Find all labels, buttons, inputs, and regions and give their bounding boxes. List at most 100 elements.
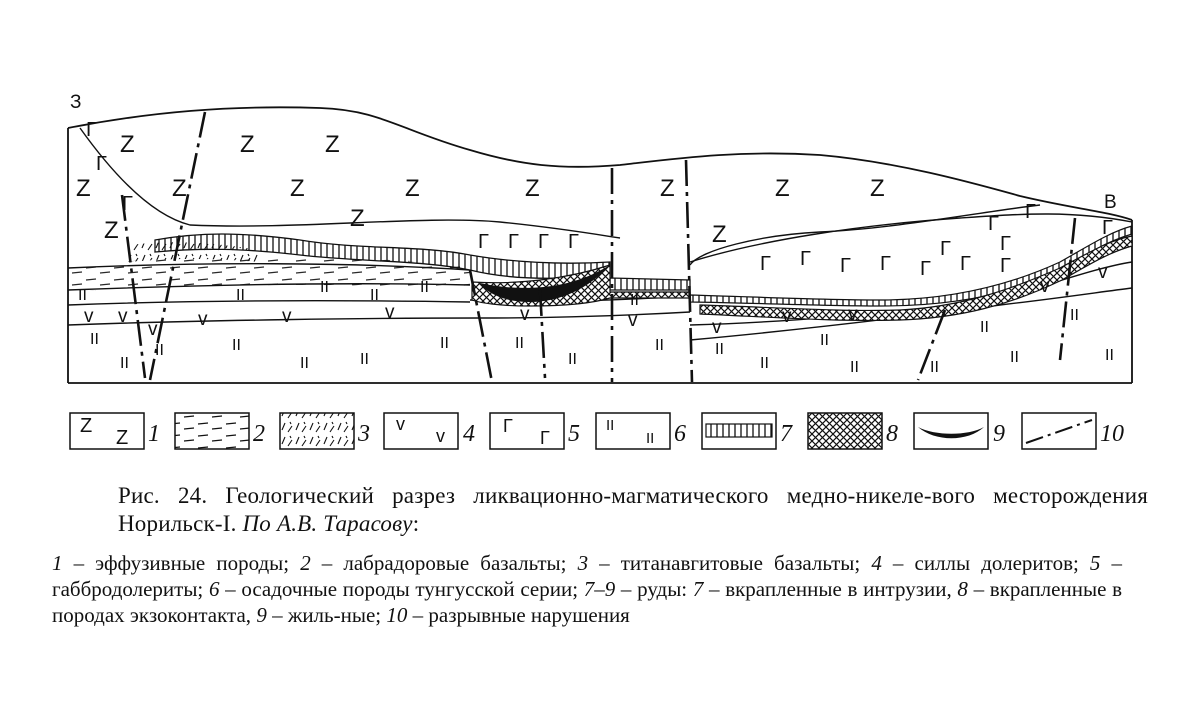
caption-text: – титанавгитовые базальты; [588, 551, 872, 575]
svg-text:II: II [300, 355, 309, 372]
ore-massive-lens [480, 266, 608, 302]
svg-text:Г: Г [508, 231, 519, 253]
svg-text:Z: Z [405, 175, 420, 202]
caption-num: 9 [256, 603, 267, 627]
svg-text:II: II [715, 341, 724, 358]
svg-text:Z: Z [104, 217, 119, 244]
legend-swatch-5 [489, 412, 565, 450]
legend-swatch-8 [807, 412, 883, 450]
figure-caption-title: Рис. 24. Геологический разрез ликвационн… [118, 482, 1148, 538]
legend-num-2: 2 [253, 421, 265, 447]
basalt-zone [68, 257, 470, 292]
gabbro-symbols: Г Г Г Г Г Г Г Г Г Г Г Г Г Г Г Г Г Г Г [86, 119, 1113, 280]
caption-text: – габбродолериты; [52, 551, 1123, 601]
svg-text:II: II [78, 287, 87, 304]
caption-text: – эффузивные породы; [62, 551, 301, 575]
svg-text:II: II [630, 292, 639, 309]
svg-text:II: II [440, 335, 449, 352]
svg-text:Z: Z [76, 175, 91, 202]
svg-text:Z: Z [172, 175, 187, 202]
svg-text:II: II [1105, 347, 1114, 364]
legend-num-6: 6 [674, 421, 686, 447]
legend-num-9: 9 [993, 421, 1005, 447]
svg-text:II: II [370, 287, 379, 304]
svg-text:II: II [850, 359, 859, 376]
svg-text:Г: Г [122, 193, 133, 215]
svg-text:II: II [515, 335, 524, 352]
svg-text:Z: Z [870, 175, 885, 202]
caption-text: – лабрадоровые базальты; [310, 551, 578, 575]
legend-swatch-3 [279, 412, 355, 450]
svg-text:II: II [820, 332, 829, 349]
svg-text:Г: Г [1102, 217, 1113, 239]
svg-text:Г: Г [1000, 233, 1011, 255]
svg-text:II: II [980, 319, 989, 336]
svg-text:II: II [90, 331, 99, 348]
svg-text:II: II [655, 337, 664, 354]
legend-symbol-5: Г [503, 416, 513, 436]
svg-text:Г: Г [568, 231, 579, 253]
legend-symbol-4b: v [436, 426, 445, 446]
svg-text:v: v [520, 304, 530, 325]
svg-text:II: II [760, 355, 769, 372]
svg-text:Г: Г [940, 238, 951, 260]
svg-text:Г: Г [86, 119, 97, 141]
legend: Z Z 1 2 3 v v 4 Г Г 5 II II 6 7 8 9 [69, 412, 1124, 450]
legend-swatch-2 [174, 412, 250, 450]
caption-num: 1 [52, 551, 63, 575]
svg-text:II: II [360, 351, 369, 368]
caption-title-main: Рис. 24. Геологический разрез ликвационн… [118, 483, 1148, 536]
caption-num: 2 [300, 551, 311, 575]
svg-text:II: II [1070, 307, 1079, 324]
svg-text:v: v [282, 306, 292, 327]
caption-num: 5 [1089, 551, 1101, 575]
faults [120, 111, 1077, 383]
svg-text:v: v [385, 302, 395, 323]
legend-num-5: 5 [568, 421, 580, 447]
legend-num-8: 8 [886, 421, 898, 447]
caption-text: – вкрапленные в породах экзоконтакта, [52, 577, 1122, 627]
caption-text: – вкрапленные в интрузии, [703, 577, 958, 601]
caption-num: 8 [957, 577, 968, 601]
legend-symbol-5b: Г [540, 428, 550, 448]
caption-author: По А.В. Тарасову [242, 511, 413, 536]
caption-num: 6 [208, 577, 220, 601]
section-outline [67, 106, 1133, 384]
svg-text:v: v [628, 310, 638, 331]
svg-text:v: v [1098, 262, 1108, 283]
ore-exocontact-east [699, 235, 1133, 322]
svg-text:v: v [148, 319, 158, 340]
svg-text:Z: Z [325, 131, 340, 158]
svg-text:II: II [568, 351, 577, 368]
legend-symbol-6: II [606, 417, 614, 434]
sediment-symbols: II II II II II II II II II II II II II I… [78, 279, 1114, 376]
svg-text:Г: Г [538, 231, 549, 253]
legend-symbol-6b: II [646, 430, 654, 447]
legend-symbol-1: Z [80, 415, 92, 437]
svg-text:II: II [120, 355, 129, 372]
caption-text: – осадочные породы тунгусской серии; [219, 577, 584, 601]
legend-num-4: 4 [463, 421, 475, 447]
svg-text:II: II [930, 359, 939, 376]
svg-text:Г: Г [96, 153, 107, 175]
svg-text:Z: Z [240, 131, 255, 158]
svg-text:v: v [198, 309, 208, 330]
legend-symbol-1b: Z [116, 427, 128, 449]
legend-num-1: 1 [148, 421, 160, 447]
svg-text:II: II [420, 279, 429, 296]
svg-text:II: II [236, 287, 245, 304]
svg-text:Z: Z [525, 175, 540, 202]
legend-swatch-1 [69, 412, 145, 450]
svg-text:v: v [118, 306, 128, 327]
legend-num-7: 7 [780, 421, 793, 447]
svg-text:II: II [232, 337, 241, 354]
west-label: З [70, 92, 81, 113]
legend-num-10: 10 [1100, 421, 1124, 447]
caption-num: 7–9 [583, 577, 616, 601]
ore-band-right [609, 277, 691, 291]
svg-text:II: II [1010, 349, 1019, 366]
legend-swatch-6 [595, 412, 671, 450]
svg-text:Г: Г [1000, 255, 1011, 277]
svg-text:Z: Z [775, 175, 790, 202]
